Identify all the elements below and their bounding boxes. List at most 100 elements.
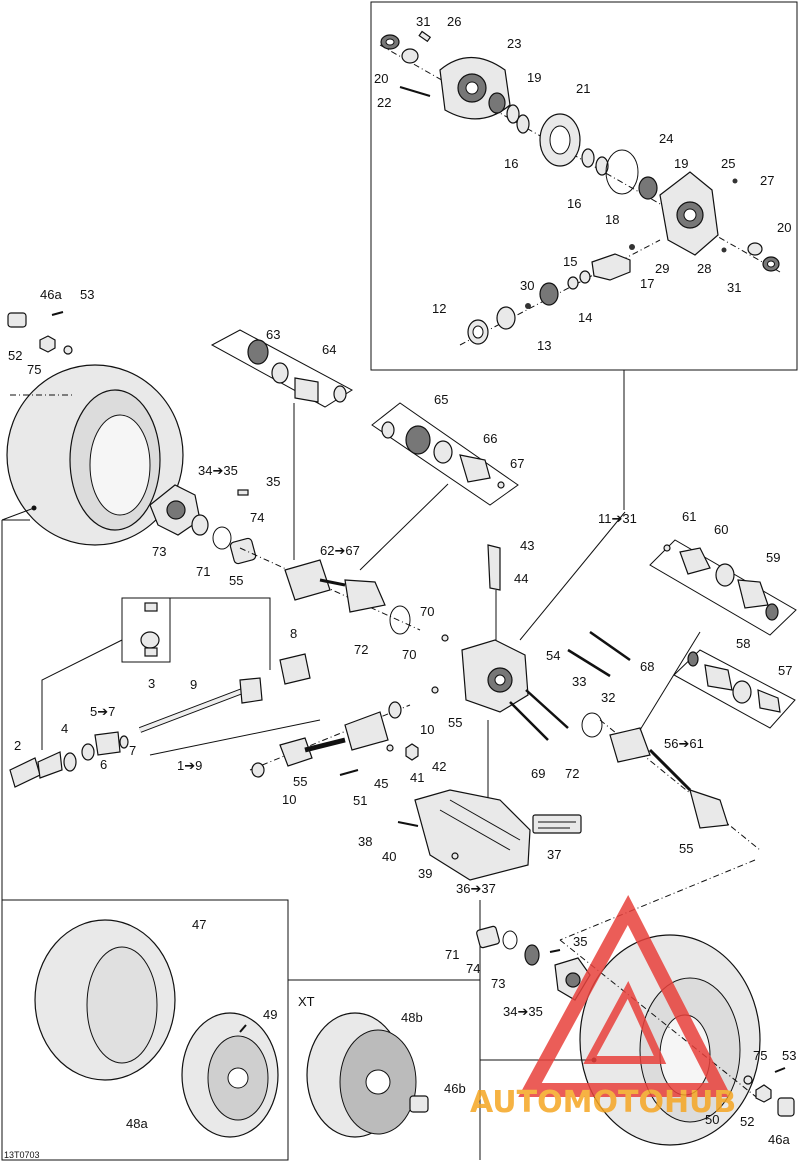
callout-29: 29 — [655, 261, 669, 276]
bearing-part — [401, 48, 419, 64]
callout-53: 53 — [80, 287, 94, 302]
callout-11-31: 11➔31 — [598, 511, 637, 526]
figure-id: 13T0703 — [4, 1150, 40, 1160]
callout-36-37: 36➔37 — [456, 881, 496, 896]
callout-48a: 48a — [126, 1116, 148, 1131]
callout-21: 21 — [576, 81, 590, 96]
variant-label-xt: XT — [298, 994, 315, 1009]
rear-differential-assembly — [379, 30, 781, 346]
callout-59: 59 — [766, 550, 780, 565]
callout-7: 7 — [129, 743, 136, 758]
callout-61: 61 — [682, 509, 696, 524]
callout-55: 55 — [293, 774, 307, 789]
center-differential — [431, 544, 631, 810]
callout-55: 55 — [229, 573, 243, 588]
callout-73: 73 — [491, 976, 505, 991]
callout-75: 75 — [753, 1048, 767, 1063]
callout-15: 15 — [563, 254, 577, 269]
callout-38: 38 — [358, 834, 372, 849]
skid-plate — [397, 789, 582, 881]
callout-54: 54 — [546, 648, 560, 663]
watermark-text: AUTOMOTOHUB — [470, 1085, 736, 1120]
callout-10: 10 — [282, 792, 296, 807]
callout-69: 69 — [531, 766, 545, 781]
callout-49: 49 — [263, 1007, 277, 1022]
callout-74: 74 — [466, 961, 480, 976]
callout-23: 23 — [507, 36, 521, 51]
callout-66: 66 — [483, 431, 497, 446]
callout-39: 39 — [418, 866, 432, 881]
wheel-hub-upper — [149, 484, 257, 565]
callout-35: 35 — [266, 474, 280, 489]
callout-52: 52 — [740, 1114, 754, 1129]
callout-22: 22 — [377, 95, 391, 110]
callout-2: 2 — [14, 738, 21, 753]
callout-19: 19 — [527, 70, 541, 85]
watermark-logo-icon — [518, 895, 732, 1097]
callout-67: 67 — [510, 456, 524, 471]
callout-46b: 46b — [444, 1081, 466, 1096]
right-drive-shaft — [519, 511, 797, 851]
callout-30: 30 — [520, 278, 534, 293]
callout-74: 74 — [250, 510, 264, 525]
rear-tire-upper — [1, 311, 184, 546]
callout-4: 4 — [61, 721, 68, 736]
callout-26: 26 — [447, 14, 461, 29]
callout-62-67: 62➔67 — [320, 543, 360, 558]
callout-9: 9 — [190, 677, 197, 692]
upper-drive-shaft — [210, 329, 519, 635]
callout-19: 19 — [674, 156, 688, 171]
callout-28: 28 — [697, 261, 711, 276]
callout-71: 71 — [445, 947, 459, 962]
callout-17: 17 — [640, 276, 654, 291]
callout-labels: 31 26 23 20 19 22 21 16 24 19 25 27 16 1… — [4, 14, 796, 1160]
callout-3: 3 — [148, 676, 155, 691]
callout-8: 8 — [290, 626, 297, 641]
callout-46a: 46a — [40, 287, 62, 302]
callout-72: 72 — [354, 642, 368, 657]
callout-57: 57 — [778, 663, 792, 678]
callout-5-7: 5➔7 — [90, 704, 115, 719]
callout-32: 32 — [601, 690, 615, 705]
callout-14: 14 — [578, 310, 592, 325]
callout-6: 6 — [100, 757, 107, 772]
pinion-gear-part — [591, 253, 631, 281]
callout-58: 58 — [736, 636, 750, 651]
callout-40: 40 — [382, 849, 396, 864]
callout-60: 60 — [714, 522, 728, 537]
callout-37: 37 — [547, 847, 561, 862]
callout-16: 16 — [567, 196, 581, 211]
callout-16: 16 — [504, 156, 518, 171]
callout-35: 35 — [573, 934, 587, 949]
xt-wheel-assembly — [306, 1012, 429, 1138]
callout-1-9: 1➔9 — [177, 758, 202, 773]
callout-34-35: 34➔35 — [198, 463, 238, 478]
callout-42: 42 — [432, 759, 446, 774]
callout-33: 33 — [572, 674, 586, 689]
callout-46a: 46a — [768, 1132, 790, 1147]
callout-51: 51 — [353, 793, 367, 808]
propeller-shaft — [9, 597, 321, 788]
callout-34-35: 34➔35 — [503, 1004, 543, 1019]
callout-47: 47 — [192, 917, 206, 932]
callout-68: 68 — [640, 659, 654, 674]
callout-24: 24 — [659, 131, 673, 146]
callout-70: 70 — [402, 647, 416, 662]
callout-48b: 48b — [401, 1010, 423, 1025]
callout-63: 63 — [266, 327, 280, 342]
callout-27: 27 — [760, 173, 774, 188]
callout-55: 55 — [448, 715, 462, 730]
front-output-shaft — [249, 701, 419, 778]
callout-72: 72 — [565, 766, 579, 781]
callout-31: 31 — [727, 280, 741, 295]
callout-50: 50 — [705, 1112, 719, 1127]
callout-65: 65 — [434, 392, 448, 407]
callout-25: 25 — [721, 156, 735, 171]
standard-wheel-assembly — [34, 919, 279, 1138]
callout-73: 73 — [152, 544, 166, 559]
callout-45: 45 — [374, 776, 388, 791]
callout-64: 64 — [322, 342, 336, 357]
automotohub-watermark: AUTOMOTOHUB — [470, 895, 736, 1120]
callout-20: 20 — [374, 71, 388, 86]
